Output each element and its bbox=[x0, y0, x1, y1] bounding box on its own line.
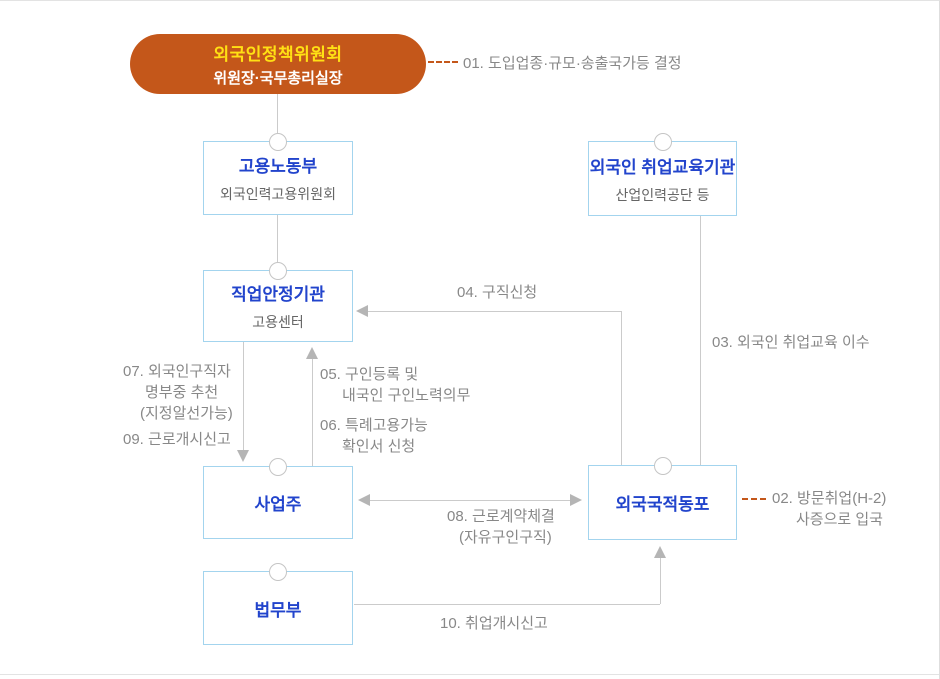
step08-line1: 08. 근로계약체결 bbox=[447, 508, 555, 525]
connector-dot bbox=[653, 133, 672, 151]
connector-dot bbox=[653, 457, 672, 475]
step01-dashed-line bbox=[428, 61, 458, 63]
policy-committee-node: 외국인정책위원회 위원장·국무총리실장 bbox=[130, 34, 426, 94]
node-title: 사업주 bbox=[254, 495, 302, 514]
moel-node: 고용노동부 외국인력고용위원회 bbox=[203, 133, 353, 215]
step08-arrowhead-left bbox=[358, 494, 370, 506]
step05-06-arrowhead bbox=[306, 347, 318, 359]
step05-line1: 05. 구인등록 및 bbox=[320, 366, 419, 383]
step02-line1: 02. 방문취업(H-2) bbox=[772, 490, 887, 507]
step08-line bbox=[370, 500, 570, 501]
step05-line2: 내국인 구인노력의무 bbox=[342, 387, 471, 404]
bottom-divider bbox=[0, 674, 939, 675]
jobcenter-node: 직업안정기관 고용센터 bbox=[203, 262, 353, 342]
step02-label: 02. 방문취업(H-2) 사증으로 입국 bbox=[772, 488, 886, 530]
node-subtitle: 위원장·국무총리실장 bbox=[213, 70, 343, 87]
connector-line bbox=[277, 94, 278, 133]
step09-label: 09. 근로개시신고 bbox=[123, 431, 231, 448]
step04-label: 04. 구직신청 bbox=[457, 284, 538, 301]
step05-06-line bbox=[312, 359, 313, 466]
node-subtitle: 산업인력공단 등 bbox=[615, 186, 710, 203]
node-subtitle: 고용센터 bbox=[252, 314, 304, 330]
connector-dot bbox=[269, 458, 287, 476]
node-subtitle: 외국인력고용위원회 bbox=[220, 186, 336, 202]
step08-arrowhead-right bbox=[570, 494, 582, 506]
step03-line bbox=[700, 216, 701, 465]
node-title: 외국인정책위원회 bbox=[213, 45, 343, 64]
employer-node: 사업주 bbox=[203, 458, 353, 539]
step01-label: 01. 도입업종·규모·송출국가등 결정 bbox=[463, 55, 682, 72]
step03-label: 03. 외국인 취업교육 이수 bbox=[712, 334, 870, 351]
step10-line bbox=[354, 604, 660, 605]
education-agency-node: 외국인 취업교육기관 산업인력공단 등 bbox=[588, 133, 737, 216]
moj-node: 법무부 bbox=[203, 563, 353, 645]
step05-label: 05. 구인등록 및 내국인 구인노력의무 bbox=[320, 364, 470, 406]
node-title: 고용노동부 bbox=[238, 157, 318, 176]
step02-line2: 사증으로 입국 bbox=[796, 511, 883, 528]
dongpo-node: 외국국적동포 bbox=[588, 457, 737, 540]
step10-line bbox=[660, 558, 661, 604]
step04-line bbox=[368, 311, 621, 312]
step07-label: 07. 외국인구직자 명부중 추천 (지정알선가능) bbox=[123, 361, 233, 424]
step02-dashed-line bbox=[742, 498, 766, 500]
step10-label: 10. 취업개시신고 bbox=[440, 615, 548, 632]
node-title: 외국인 취업교육기관 bbox=[589, 157, 736, 177]
step04-arrowhead bbox=[356, 305, 368, 317]
connector-dot bbox=[269, 262, 287, 280]
connector-dot bbox=[269, 563, 287, 581]
step07-09-line bbox=[243, 342, 244, 450]
step06-label: 06. 특례고용가능 확인서 신청 bbox=[320, 415, 428, 457]
connector-dot bbox=[269, 133, 287, 151]
step04-line bbox=[621, 311, 622, 465]
step06-line1: 06. 특례고용가능 bbox=[320, 417, 428, 434]
node-title: 외국국적동포 bbox=[615, 495, 710, 514]
step06-line2: 확인서 신청 bbox=[342, 438, 416, 455]
step08-label: 08. 근로계약체결 (자유구인구직) bbox=[447, 506, 555, 548]
step08-line2: (자유구인구직) bbox=[459, 529, 552, 546]
step07-09-arrowhead bbox=[237, 450, 249, 462]
node-title: 법무부 bbox=[254, 600, 302, 620]
step07-line3: (지정알선가능) bbox=[140, 405, 233, 422]
connector-line bbox=[277, 215, 278, 262]
step07-line2: 명부중 추천 bbox=[145, 384, 219, 401]
node-title: 직업안정기관 bbox=[231, 285, 325, 304]
step07-line1: 07. 외국인구직자 bbox=[123, 363, 231, 380]
step10-arrowhead bbox=[654, 546, 666, 558]
